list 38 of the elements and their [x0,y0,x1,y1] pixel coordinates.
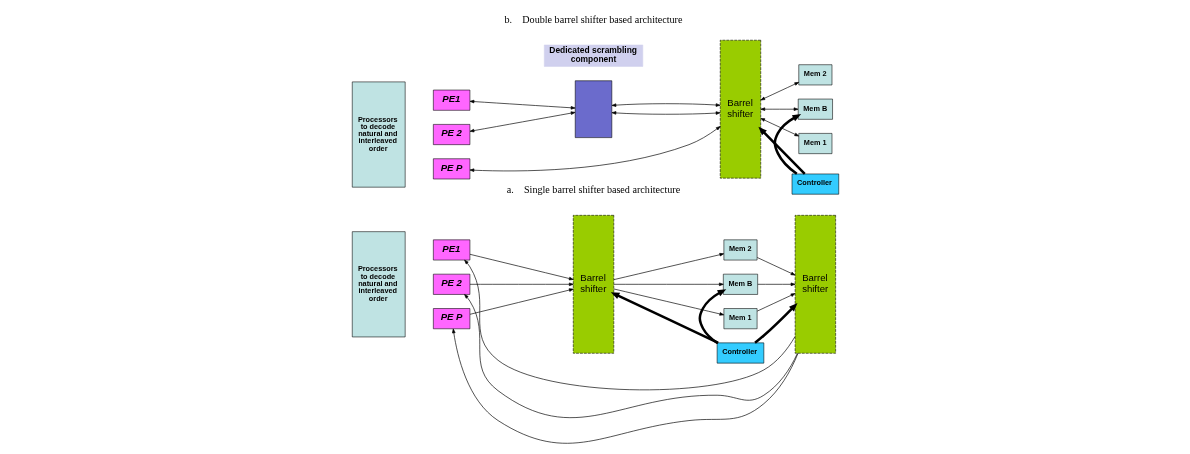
arrow [613,288,724,316]
node-box: Dedicated scrambling component [543,44,643,67]
arrow [463,259,795,391]
arrow [469,111,575,133]
arrow [760,107,798,111]
arrow [463,294,798,418]
arrow [451,328,798,444]
node-box: PE P [432,308,470,330]
label: a. Single barrel shifter based architecture [506,184,680,196]
arrow [469,126,721,172]
arrow [613,282,724,286]
arrow [773,114,801,175]
arrow [757,126,806,175]
arrow [469,288,574,315]
arrow [756,282,795,286]
node-box: PE P [432,158,470,180]
label: b. Double barrel shifter based architecture [504,14,683,26]
node-box: PE 2 [432,273,470,295]
arrow [469,99,575,110]
node-box: Barrel shifter [794,215,836,354]
arrow [756,257,795,276]
node-box: PE1 [432,239,470,261]
arrow [756,293,795,312]
arrow [760,82,799,101]
arrow [610,292,719,344]
node-box: Barrel shifter [572,215,614,354]
node-box: PE1 [432,89,470,111]
arrow [753,302,797,344]
arrow [611,103,720,107]
node-box: PE 2 [432,124,470,145]
arrow [698,289,726,344]
arrow [611,111,720,115]
arrow [613,253,724,280]
node-box: Barrel shifter [719,39,761,179]
node-box [574,80,612,138]
arrow [469,253,574,281]
arrow [760,118,799,137]
arrow [469,282,574,286]
